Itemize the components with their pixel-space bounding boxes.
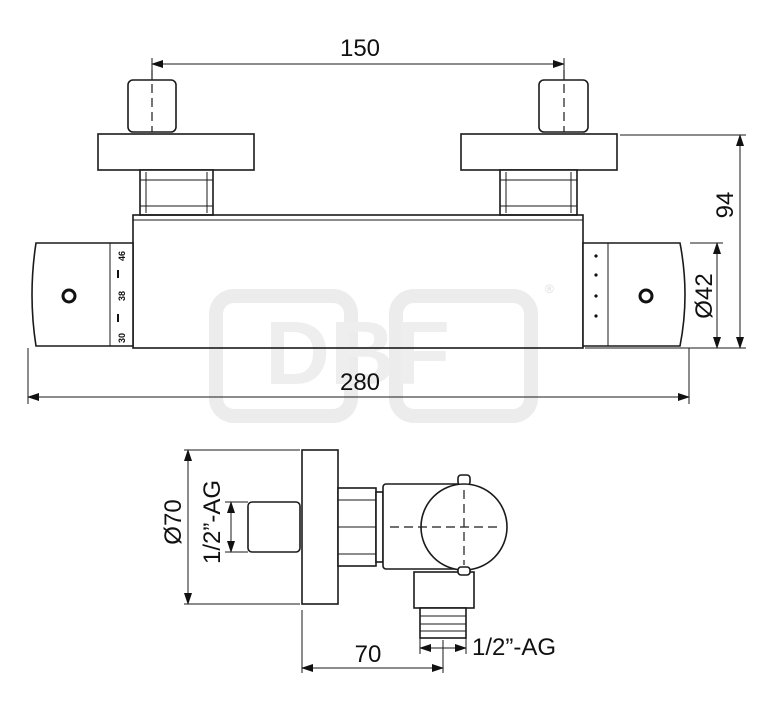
- side-dimensions: Ø70 1/2”-AG 70 1/2”-AG: [160, 449, 556, 673]
- dim-280: 280: [340, 369, 380, 396]
- dim-diameter-70: Ø70: [160, 499, 187, 544]
- dim-diameter-42: Ø42: [691, 273, 718, 318]
- dim-outlet-thread: 1/2”-AG: [472, 634, 556, 661]
- right-nut: [499, 169, 578, 216]
- front-dimensions: 150 280 94 Ø42: [27, 35, 746, 404]
- inlet-stub: [247, 501, 301, 553]
- flow-handle: [582, 242, 686, 347]
- outlet-connector: [413, 571, 475, 609]
- dim-150: 150: [340, 35, 380, 62]
- svg-text:®: ®: [545, 282, 554, 296]
- dim-inlet-thread: 1/2”-AG: [199, 480, 226, 564]
- left-flange: [97, 133, 255, 171]
- outlet-thread: [419, 607, 467, 639]
- svg-text:30: 30: [117, 333, 127, 343]
- temperature-scale: 46 38 30: [117, 251, 127, 343]
- side-view: [247, 449, 508, 639]
- left-nut: [139, 169, 214, 216]
- wall-flange: [301, 449, 339, 605]
- svg-text:46: 46: [117, 251, 127, 261]
- temperature-handle: [31, 242, 134, 347]
- svg-text:38: 38: [117, 291, 127, 301]
- dim-94: 94: [712, 192, 739, 219]
- watermark-logo: DBF ®: [209, 282, 554, 423]
- right-flange: [460, 133, 618, 171]
- svg-text:DBF: DBF: [265, 304, 450, 404]
- dim-70: 70: [355, 641, 382, 668]
- front-view: 46 38 30: [31, 70, 686, 349]
